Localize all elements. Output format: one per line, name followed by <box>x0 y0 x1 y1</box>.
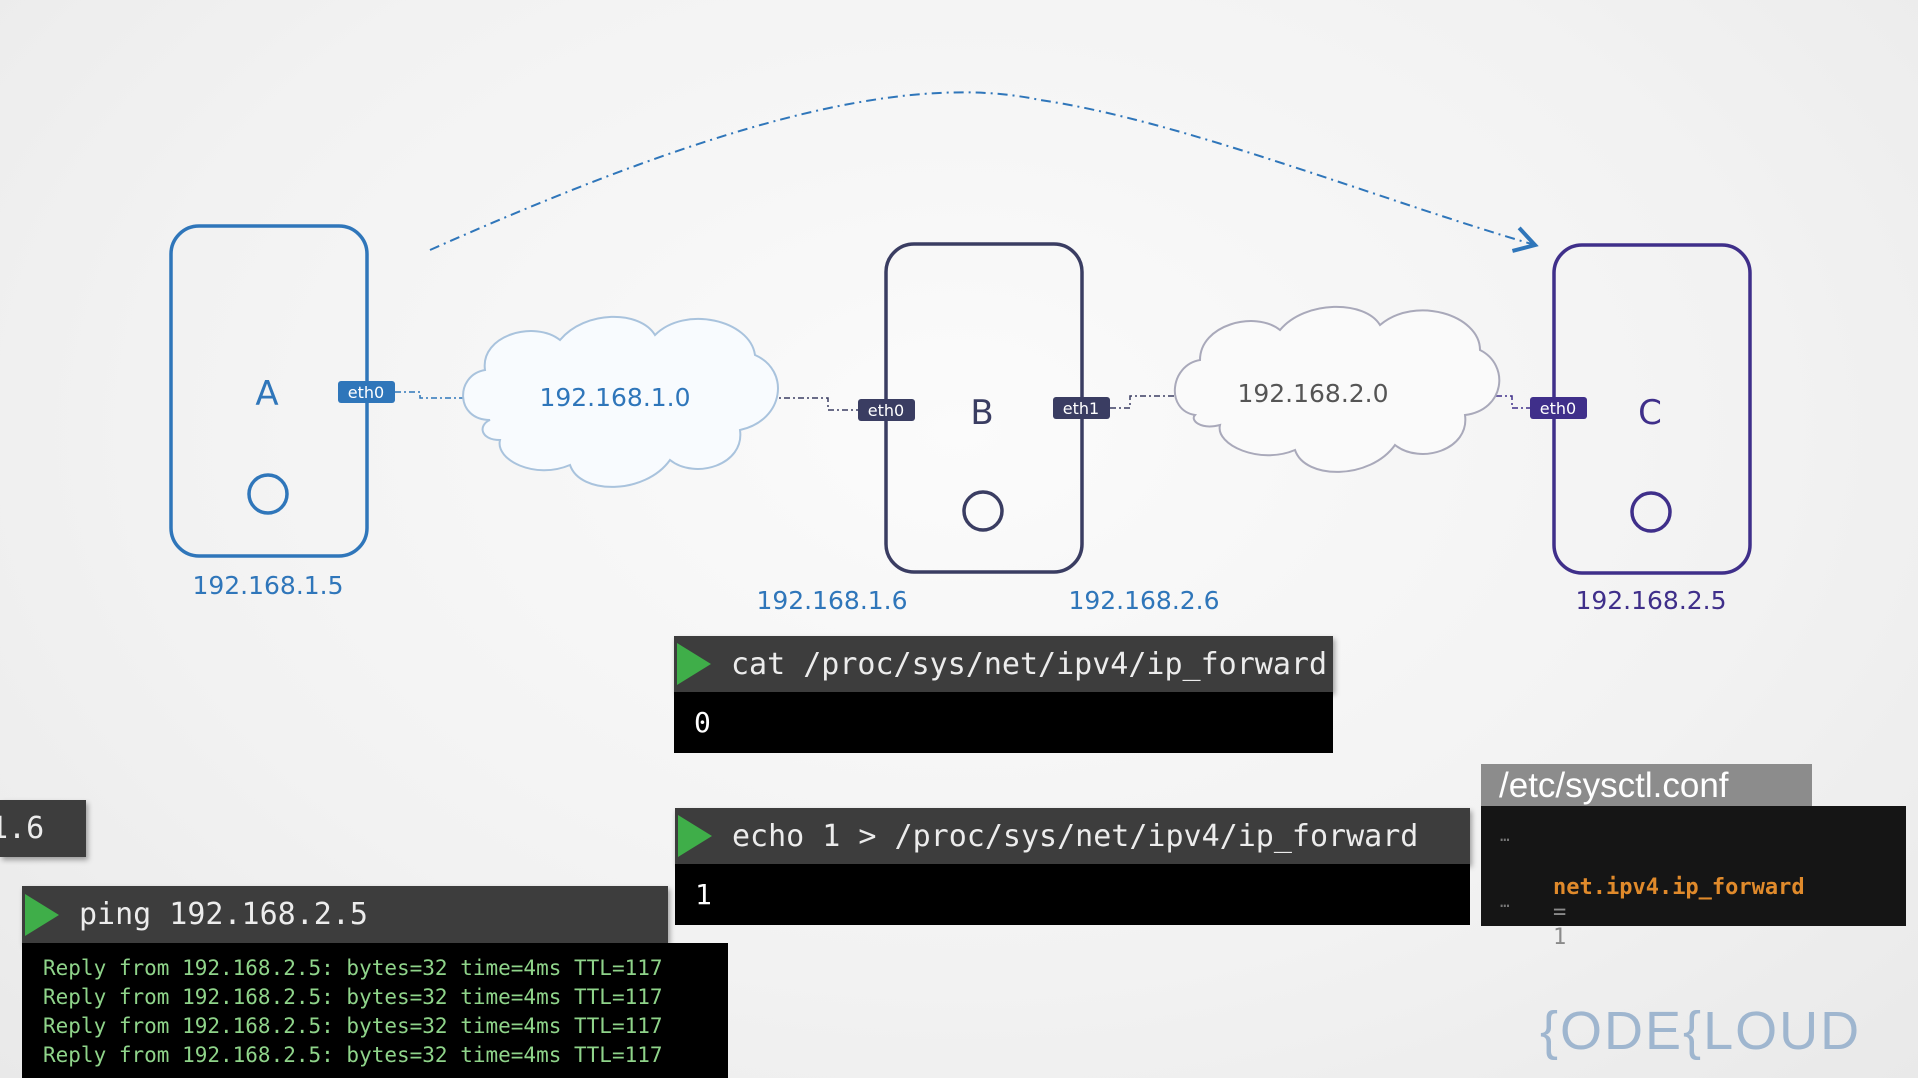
sysctl-equals: = <box>1552 900 1567 925</box>
ping-reply-line: Reply from 192.168.2.5: bytes=32 time=4m… <box>43 1014 663 1038</box>
host-b-ip-left: 192.168.1.6 <box>756 586 907 615</box>
svg-text:eth1: eth1 <box>1063 399 1099 418</box>
host-c-label: C <box>1638 393 1662 433</box>
echo-command-bar: echo 1 > /proc/sys/net/ipv4/ip_forward <box>675 808 1470 864</box>
network-2-label: 192.168.2.0 <box>1237 379 1388 408</box>
sysctl-file-body: … net.ipv4.ip_forward = 1 … <box>1481 806 1906 950</box>
sysctl-line: net.ipv4.ip_forward = 1 <box>1500 850 1805 975</box>
sysctl-dots-bottom: … <box>1500 892 1510 911</box>
host-a-eth0: eth0 <box>338 381 395 403</box>
ping-reply-line: Reply from 192.168.2.5: bytes=32 time=4m… <box>43 956 663 980</box>
link-a-net1 <box>395 391 480 399</box>
host-b-label: B <box>970 393 993 433</box>
sysctl-value: 1 <box>1552 925 1567 950</box>
host-a-circle-icon <box>247 473 289 515</box>
network-1-label: 192.168.1.0 <box>539 383 690 412</box>
sysctl-dots-top: … <box>1500 826 1510 845</box>
host-b-ip-right: 192.168.2.6 <box>1068 586 1219 615</box>
play-icon <box>25 893 59 936</box>
svg-text:eth0: eth0 <box>868 401 904 420</box>
host-a-ip: 192.168.1.5 <box>192 571 343 600</box>
play-icon <box>677 643 711 685</box>
ping-command-bar: ping 192.168.2.5 <box>22 886 668 943</box>
cat-output-value: 0 <box>694 705 711 739</box>
cat-command-text: cat /proc/sys/net/ipv4/ip_forward <box>731 646 1328 682</box>
sysctl-file-title: /etc/sysctl.conf <box>1481 764 1812 808</box>
echo-output-value: 1 <box>695 877 712 911</box>
host-c-eth0: eth0 <box>1530 397 1587 419</box>
play-icon <box>678 815 712 857</box>
kodekloud-logo: {ODE{LOUD <box>1540 1001 1862 1061</box>
network-cloud-1: 192.168.1.0 <box>462 315 779 488</box>
cat-command-bar: cat /proc/sys/net/ipv4/ip_forward <box>674 636 1333 692</box>
host-b-circle-icon <box>962 490 1004 532</box>
host-c-ip: 192.168.2.5 <box>1575 586 1726 615</box>
ping-output: Reply from 192.168.2.5: bytes=32 time=4m… <box>22 943 728 1078</box>
ping-command-text: ping 192.168.2.5 <box>79 897 368 932</box>
echo-command-text: echo 1 > /proc/sys/net/ipv4/ip_forward <box>732 818 1419 854</box>
route-arc <box>429 91 1539 253</box>
svg-text:eth0: eth0 <box>348 383 384 402</box>
link-net2-c <box>1468 395 1530 409</box>
host-c-circle-icon <box>1630 491 1672 533</box>
partial-command-text: 1.6 <box>0 811 45 846</box>
host-b-eth1: eth1 <box>1053 397 1110 419</box>
ping-reply-line: Reply from 192.168.2.5: bytes=32 time=4m… <box>43 1043 663 1067</box>
host-b: B 192.168.1.6 192.168.2.6 <box>756 242 1220 615</box>
host-c: C 192.168.2.5 <box>1552 243 1752 615</box>
network-cloud-2: 192.168.2.0 <box>1173 305 1501 473</box>
partial-command-bar: 1.6 <box>0 800 86 857</box>
svg-text:eth0: eth0 <box>1540 399 1576 418</box>
echo-output: 1 <box>675 864 1470 925</box>
link-net1-b <box>770 397 858 411</box>
host-b-eth0: eth0 <box>858 399 915 421</box>
link-b-net2 <box>1110 395 1178 409</box>
sysctl-key: net.ipv4.ip_forward <box>1552 875 1805 900</box>
ping-reply-line: Reply from 192.168.2.5: bytes=32 time=4m… <box>43 985 663 1009</box>
cat-output: 0 <box>674 692 1333 753</box>
host-a-label: A <box>255 374 278 414</box>
host-a: A 192.168.1.5 <box>169 224 369 600</box>
